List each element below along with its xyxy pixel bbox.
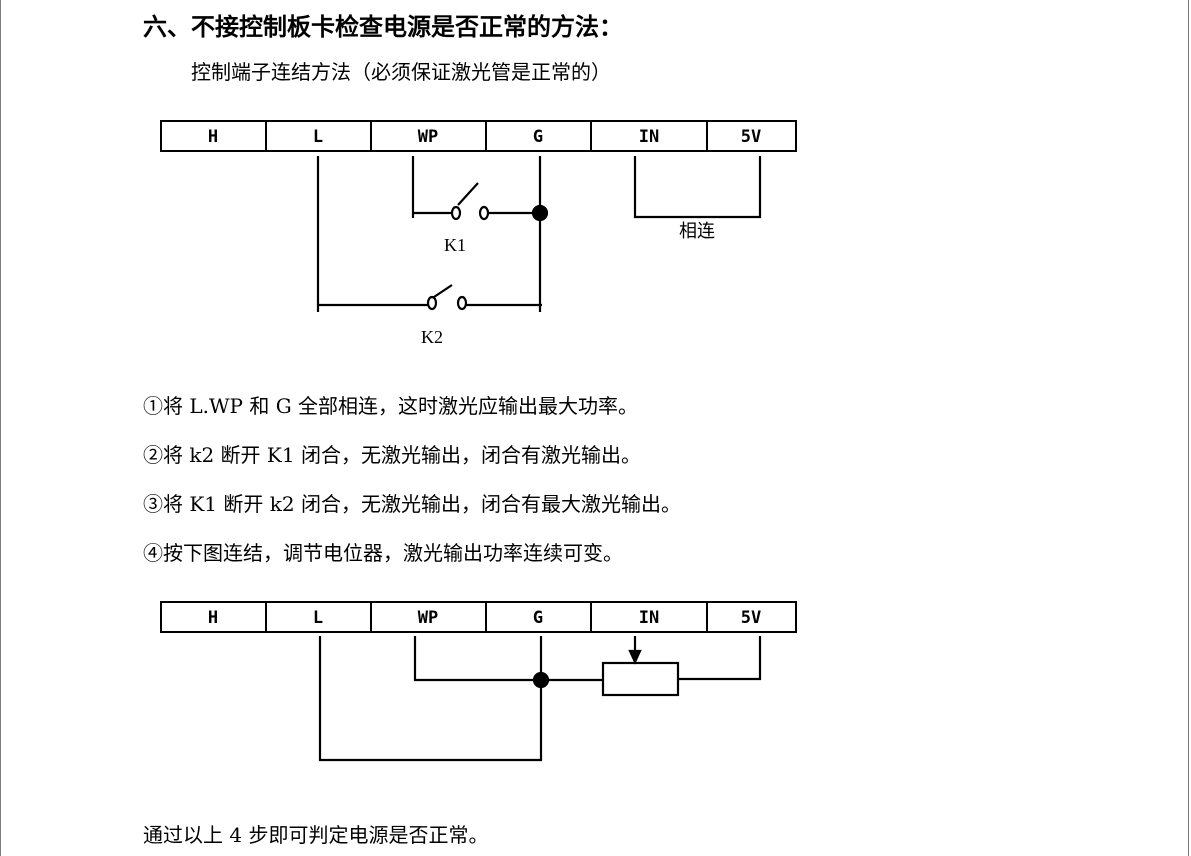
section-title: 六、不接控制板卡检查电源是否正常的方法： (143, 13, 623, 41)
terminal-l: L (313, 127, 323, 147)
conclusion: 通过以上 4 步即可判定电源是否正常。 (143, 823, 489, 847)
terminal-5v: 5V (741, 127, 761, 147)
switch-k2-label: K2 (421, 327, 443, 347)
terminal-strip-1 (160, 120, 797, 152)
terminal-g: G (533, 608, 543, 628)
terminal-in: IN (639, 608, 659, 628)
terminal-g: G (533, 127, 543, 147)
step-4: ④按下图连结，调节电位器，激光输出功率连续可变。 (143, 541, 623, 565)
terminal-strip-2 (160, 601, 797, 633)
section-subtitle: 控制端子连结方法（必须保证激光管是正常的） (191, 60, 611, 84)
switch-k1-label: K1 (444, 235, 466, 255)
step-2: ②将 k2 断开 K1 闭合，无激光输出，闭合有激光输出。 (143, 443, 641, 467)
step-3: ③将 K1 断开 k2 闭合，无激光输出，闭合有最大激光输出。 (143, 492, 681, 516)
page-border-left (0, 0, 1, 856)
potentiometer (601, 661, 680, 697)
terminal-in: IN (639, 127, 659, 147)
diagram2-wires (318, 636, 762, 762)
terminal-wp: WP (418, 127, 438, 147)
connected-label: 相连 (679, 221, 715, 241)
page-border-right (1188, 0, 1189, 856)
terminal-h: H (208, 127, 218, 147)
step-1: ①将 L.WP 和 G 全部相连，这时激光应输出最大功率。 (143, 394, 639, 418)
terminal-l: L (313, 608, 323, 628)
terminal-5v: 5V (741, 608, 761, 628)
terminal-wp: WP (418, 608, 438, 628)
diagram1-wires (316, 156, 762, 312)
terminal-h: H (208, 608, 218, 628)
